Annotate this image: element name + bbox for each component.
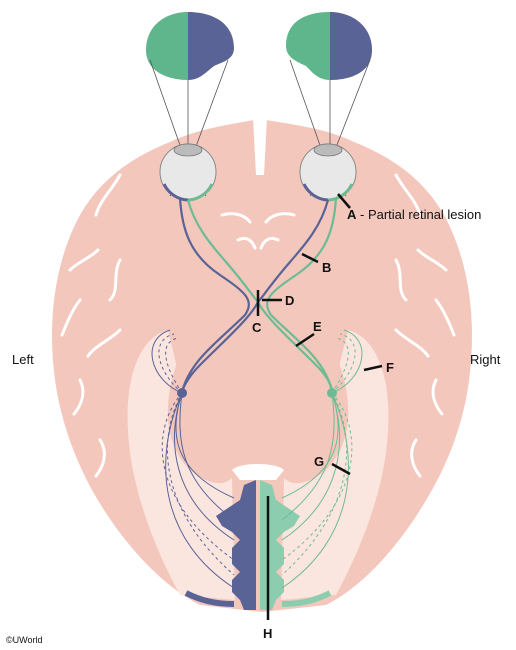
left-eye [159,143,217,202]
lesion-e-marker [295,332,315,348]
right-side-label: Right [470,352,501,367]
left-eye-visual-field [146,12,234,80]
lesion-g-marker [331,462,351,476]
left-cortex-band [184,590,235,607]
label-e: E [313,319,322,334]
right-eye [299,143,357,202]
right-visual-cortex [260,480,300,610]
right-optic-radiation [281,329,363,589]
left-visual-cortex [216,480,256,610]
lesion-a-marker [337,193,351,209]
label-g: G [314,454,324,469]
lesion-b-marker [301,252,319,264]
label-f: F [386,360,394,375]
label-a-description: - Partial retinal lesion [360,207,481,222]
copyright: ©UWorld [6,635,42,645]
label-b: B [322,260,331,275]
label-c: C [252,320,262,335]
label-a: A [347,207,357,222]
lesion-f-marker [363,364,383,372]
left-side-label: Left [12,352,34,367]
lesion-markers [256,193,383,620]
label-h: H [263,626,272,641]
label-d: D [285,293,294,308]
left-optic-radiation [151,329,235,589]
right-eye-visual-field [286,12,372,80]
occipital-notch [232,464,284,480]
brain-sulci [60,173,456,478]
right-cortex-band [281,590,332,607]
